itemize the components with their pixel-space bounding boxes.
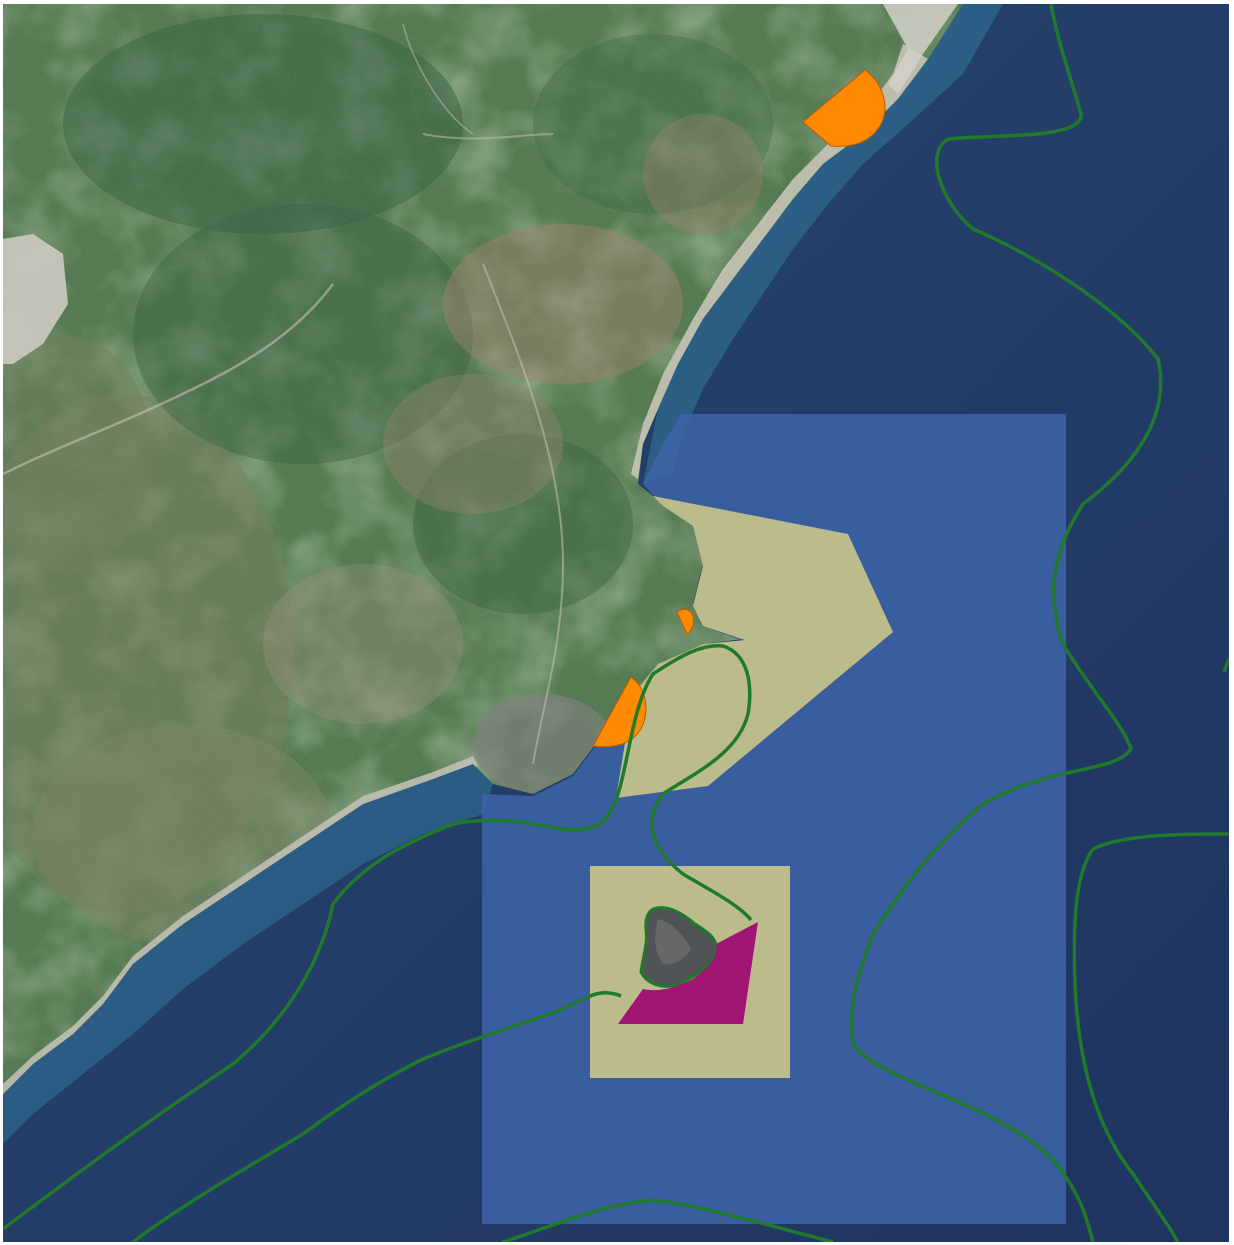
contour-line-outer-east	[849, 4, 1163, 1242]
khaki-zone-north[interactable]	[616, 496, 893, 798]
map-canvas[interactable]	[3, 4, 1229, 1242]
contour-line-east-tick	[1222, 658, 1229, 673]
contour-line-southwest	[3, 644, 753, 1231]
contour-line-bottom	[502, 1198, 834, 1242]
magenta-zone[interactable]	[618, 922, 758, 1024]
contour-lines	[3, 4, 1229, 1242]
orange-zone-harbor[interactable]	[676, 608, 694, 635]
orange-zone-north[interactable]	[802, 69, 886, 147]
shallow-water-south	[3, 764, 493, 1144]
map-viewport[interactable]	[3, 4, 1229, 1242]
contour-line-southern	[131, 991, 622, 1242]
contour-line-east-lower	[1072, 832, 1229, 1242]
